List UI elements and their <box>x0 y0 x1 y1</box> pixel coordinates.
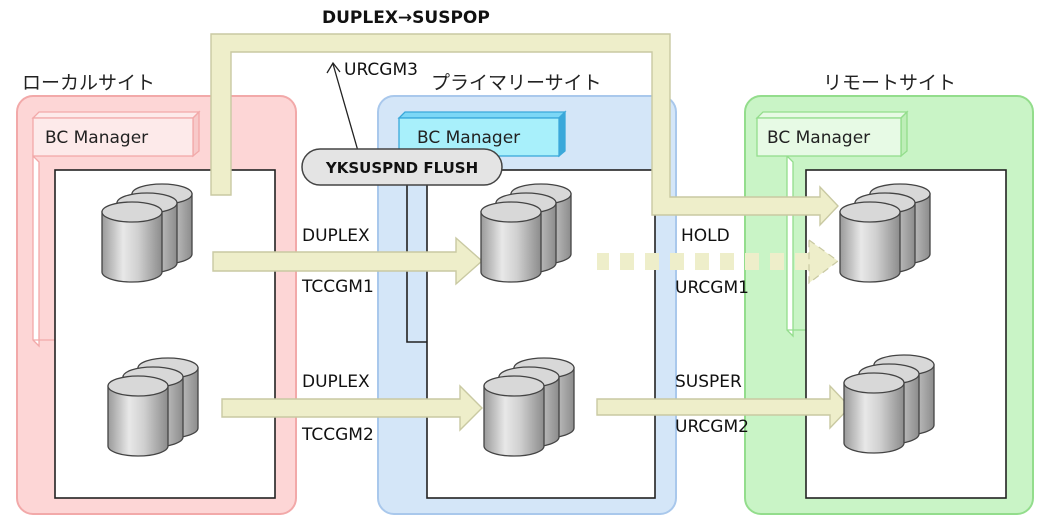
tccgm2-status: DUPLEX <box>302 372 370 392</box>
remote-site-label: リモートサイト <box>823 72 956 94</box>
local-site-label: ローカルサイト <box>22 72 155 94</box>
primary-bc-manager-label: BC Manager <box>417 128 520 148</box>
urcgm1-group: URCGM1 <box>675 278 749 298</box>
tccgm1-status: DUPLEX <box>302 226 370 246</box>
urcgm3-label: URCGM3 <box>344 60 418 80</box>
urcgm1-arrow <box>597 238 840 285</box>
tccgm1-arrow <box>212 236 484 286</box>
urcgm2-arrow <box>596 384 851 430</box>
urcgm3-pointer <box>332 63 359 152</box>
tccgm2-arrow <box>221 384 483 432</box>
urcgm3-pointer-head <box>326 61 341 74</box>
urcgm2-group: URCGM2 <box>675 417 749 437</box>
command-badge <box>301 148 503 186</box>
urcgm1-status: HOLD <box>681 226 730 246</box>
command-label: YKSUSPND FLUSH <box>325 159 478 177</box>
local-bc-manager-label: BC Manager <box>45 128 148 148</box>
tccgm1-group: TCCGM1 <box>301 277 374 297</box>
suspop-arrow <box>210 33 839 227</box>
primary-site-label: プライマリーサイト <box>431 72 602 94</box>
remote-bc-manager-label: BC Manager <box>767 128 870 148</box>
urcgm2-status: SUSPER <box>675 372 742 392</box>
tccgm2-group: TCCGM2 <box>301 425 374 445</box>
diagram-title: DUPLEX→SUSPOP <box>322 8 490 28</box>
